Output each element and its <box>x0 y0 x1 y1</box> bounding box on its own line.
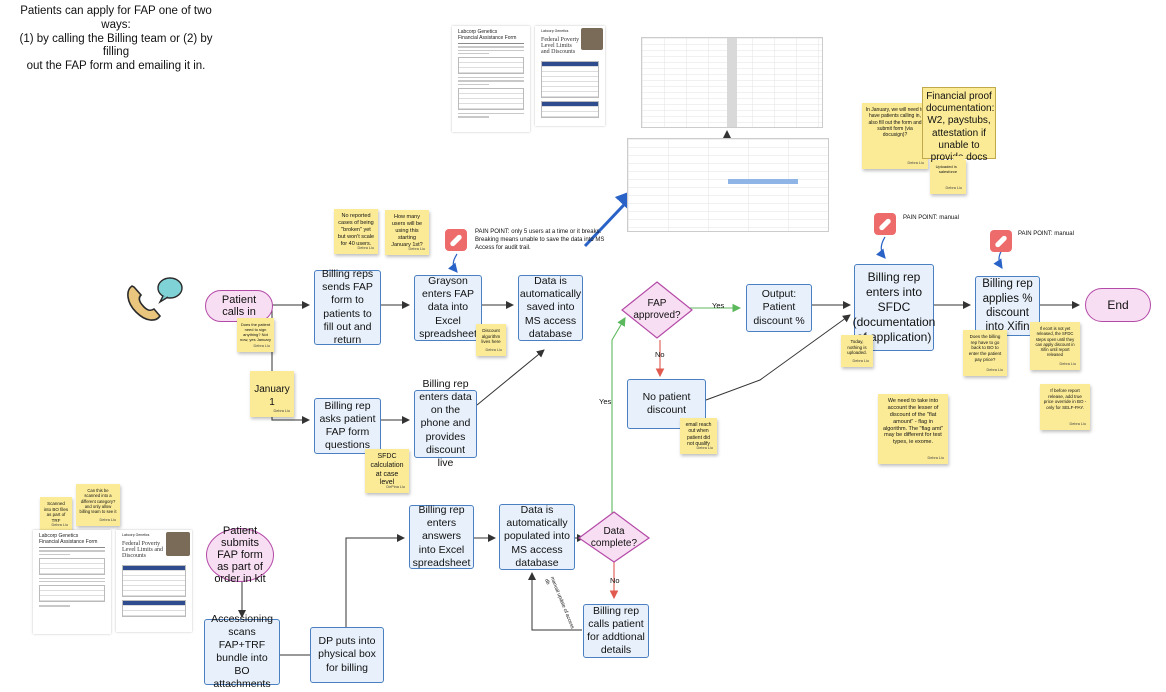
billing-rep-answers-node: Billing rep enters answers into Excel sp… <box>409 504 474 569</box>
billing-rep-asks-node: Billing rep asks patient FAP form questi… <box>314 398 381 454</box>
fpl-doc-bottom: Labcorp Genetics Federal Poverty Level L… <box>116 530 192 632</box>
pain-point-sfdc-icon <box>874 213 896 235</box>
auto-saved-node: Data is automatically saved into MS acce… <box>518 275 583 341</box>
grayson-enters-node: Grayson enters FAP data into Excel sprea… <box>414 275 482 341</box>
building-image-bottom <box>166 532 190 556</box>
sticky-january-phone: In January, we will need to have patient… <box>862 103 928 169</box>
billing-rep-xifin-label: Billing rep applies % discount into Xifi… <box>982 278 1033 334</box>
fpl-title-bottom: Federal Poverty Level Limits and Discoun… <box>122 541 163 559</box>
billing-rep-answers-label: Billing rep enters answers into Excel sp… <box>412 504 471 569</box>
billing-rep-calls-node: Billing rep calls patient for addtional … <box>583 604 649 658</box>
sticky-no-reported: No reported cases of being "broken" yet … <box>334 209 378 254</box>
sticky-how-many: How many users will be using this starti… <box>385 210 429 255</box>
fpl-doc: Labcorp Genetics Federal Poverty Level L… <box>535 26 605 126</box>
header-note-line1: Patients can apply for FAP one of two wa… <box>20 5 212 31</box>
sticky-discount-algo: Discount algorithm lives here Debra Liu <box>476 324 506 356</box>
sticky-scanned-into: Scanned into BO files as part of TRF Deb… <box>40 497 72 531</box>
building-image <box>581 28 603 50</box>
sticky-does-patient: Does the patient need to sign anything? … <box>237 318 274 352</box>
billing-rep-phone-label: Billing rep enters data on the phone and… <box>419 378 472 469</box>
no-patient-discount-label: No patient discount <box>642 390 691 416</box>
sticky-january: January 1 Debra Liu <box>250 371 294 417</box>
sticky-if-before: If before report release, add true price… <box>1040 384 1090 430</box>
output-discount-node: Output: Patient discount % <box>746 284 812 332</box>
billing-rep-xifin-node: Billing rep applies % discount into Xifi… <box>975 276 1040 336</box>
pain-point-sfdc-text: PAIN POINT: manual <box>903 215 959 221</box>
excel-screenshot <box>641 37 823 128</box>
auto-populated-label: Data is automatically populated into MS … <box>504 504 570 569</box>
billing-reps-sends-node: Billing reps sends FAP form to patients … <box>314 268 381 346</box>
header-note-line2: (1) by calling the Billing team or (2) b… <box>19 32 213 59</box>
patient-submits-node: Patient submits FAP form as part of orde… <box>206 525 274 585</box>
sticky-email-reach: email reach out when patient did not qua… <box>680 418 717 454</box>
pain-point-excel-icon <box>445 229 467 251</box>
fap-form-brand-bottom: Labcorp Genetics <box>39 533 79 539</box>
pain-point-xifin-icon <box>990 230 1012 252</box>
billing-rep-sfdc-node: Billing rep enters into SFDC (documentat… <box>852 264 936 351</box>
phone-icon <box>122 272 184 324</box>
fap-approved-diamond <box>621 281 693 339</box>
header-note: Patients can apply for FAP one of two wa… <box>6 5 226 74</box>
financial-proof-callout: Financial proof documentation: W2, payst… <box>922 87 996 163</box>
sticky-today-nothing: Today, nothing is uploaded. Debra Liu <box>841 335 873 367</box>
accessioning-label: Accessioning scans FAP+TRF bundle into B… <box>211 612 273 691</box>
patient-calls-in-label: Patient calls in <box>221 294 257 318</box>
sticky-can-this: Can this be scanned into a different cat… <box>76 484 120 526</box>
fpl-title: Federal Poverty Level Limits and Discoun… <box>541 37 580 55</box>
dp-puts-node: DP puts into physical box for billing <box>310 627 384 683</box>
auto-populated-node: Data is automatically populated into MS … <box>499 504 575 570</box>
grayson-enters-label: Grayson enters FAP data into Excel sprea… <box>419 275 477 340</box>
output-discount-label: Output: Patient discount % <box>753 288 805 327</box>
header-note-line3: out the FAP form and emailing it in. <box>26 60 206 73</box>
fap-form-doc: Labcorp Genetics Financial Assistance Fo… <box>452 26 530 132</box>
callout-tail <box>952 156 966 172</box>
access-screenshot <box>627 138 829 232</box>
end-node: End <box>1085 288 1151 322</box>
no-complete-label: No <box>610 576 620 585</box>
fpl-brand-bottom: Labcorp Genetics <box>122 533 150 537</box>
yes-complete-label: Yes <box>599 397 612 406</box>
fpl-brand: Labcorp Genetics <box>541 29 569 33</box>
sticky-does-billing: Does the billing rep have to go back to … <box>963 330 1007 376</box>
fap-approved-label: FAP approved? <box>633 298 681 321</box>
patient-calls-in-node: Patient calls in <box>205 290 273 322</box>
data-complete-label: Data complete? <box>590 526 638 549</box>
accessioning-node: Accessioning scans FAP+TRF bundle into B… <box>204 613 280 690</box>
pain-point-xifin-text: PAIN POINT: manual <box>1018 231 1074 237</box>
sticky-take-into-account: We need to take into account the lesser … <box>878 394 948 464</box>
billing-rep-phone-node: Billing rep enters data on the phone and… <box>414 378 477 469</box>
end-label: End <box>1107 298 1129 312</box>
patient-submits-label: Patient submits FAP form as part of orde… <box>214 525 266 585</box>
no-approved-label: No <box>655 350 665 359</box>
fap-form-doc-bottom: Labcorp Genetics Financial Assistance Fo… <box>33 530 111 634</box>
billing-reps-sends-label: Billing reps sends FAP form to patients … <box>321 268 374 346</box>
dp-puts-label: DP puts into physical box for billing <box>318 635 376 674</box>
financial-proof-text: Financial proof documentation: W2, payst… <box>926 91 995 163</box>
billing-rep-sfdc-label: Billing rep enters into SFDC (documentat… <box>852 270 936 344</box>
sticky-if-ecort: If ecort is not yet released, the SFDC s… <box>1030 322 1080 370</box>
sticky-sfdc-calc: SFDC calculation at case level DePina Li… <box>365 449 409 493</box>
fap-form-brand: Labcorp Genetics <box>458 29 498 35</box>
auto-saved-label: Data is automatically saved into MS acce… <box>519 275 582 340</box>
billing-rep-calls-label: Billing rep calls patient for addtional … <box>587 604 645 657</box>
pain-point-excel-text: PAIN POINT: only 5 users at a time or it… <box>475 229 605 252</box>
billing-rep-asks-label: Billing rep asks patient FAP form questi… <box>319 399 376 452</box>
fap-form-title: Financial Assistance Form <box>458 35 517 41</box>
data-complete-diamond <box>577 511 651 563</box>
fap-form-title-bottom: Financial Assistance Form <box>39 539 98 545</box>
yes-approved-label: Yes <box>712 301 725 310</box>
